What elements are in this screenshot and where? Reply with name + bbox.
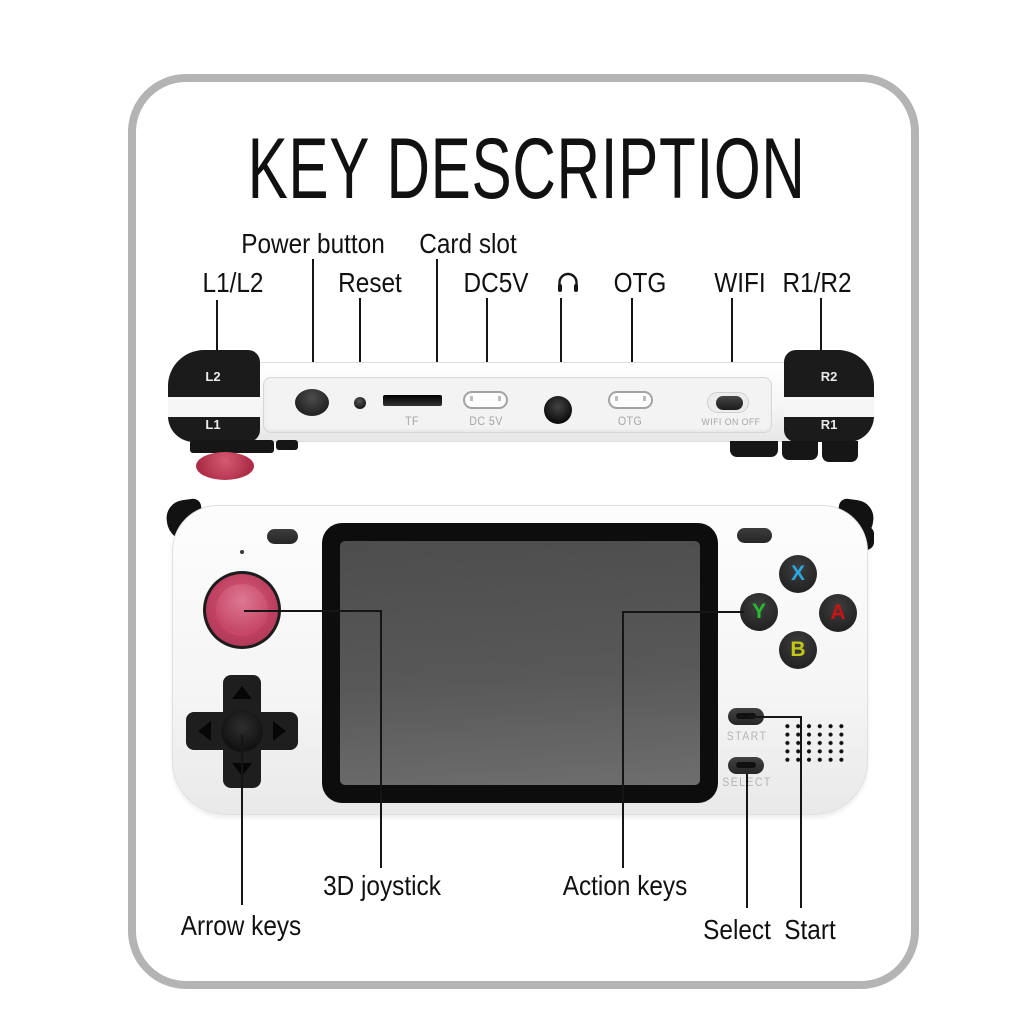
button-x: X bbox=[779, 555, 817, 593]
leader-action-v bbox=[622, 611, 624, 868]
indicator-dot bbox=[240, 550, 244, 554]
left-top-pill bbox=[267, 529, 298, 544]
start-button-label: START bbox=[726, 731, 768, 743]
screen-display bbox=[340, 541, 700, 785]
leader-joystick-h bbox=[244, 610, 382, 612]
right-top-pill bbox=[737, 528, 772, 543]
console-top-port-panel bbox=[263, 377, 772, 433]
tf-port-label: TF bbox=[405, 416, 419, 428]
label-wifi: WIFI bbox=[714, 267, 766, 298]
label-reset: Reset bbox=[338, 267, 402, 298]
label-action-keys: Action keys bbox=[562, 870, 688, 901]
label-start: Start bbox=[784, 914, 836, 945]
label-l1-l2: L1/L2 bbox=[202, 267, 264, 298]
leader-reset bbox=[359, 298, 361, 402]
label-power-button: Power button bbox=[241, 228, 385, 259]
button-a: A bbox=[819, 594, 857, 632]
wifi-switch-label: WIFI ON OFF bbox=[701, 417, 761, 428]
right-foot-3 bbox=[822, 441, 858, 462]
right-foot-1 bbox=[730, 441, 778, 457]
button-b: B bbox=[779, 631, 817, 669]
r2-button-label: R2 bbox=[820, 369, 838, 384]
label-card-slot: Card slot bbox=[419, 228, 517, 259]
label-3d-joystick: 3D joystick bbox=[323, 870, 441, 901]
button-y: Y bbox=[740, 593, 778, 631]
start-button bbox=[728, 708, 764, 725]
leader-otg bbox=[631, 298, 633, 398]
dc5v-port bbox=[463, 391, 508, 409]
otg-port bbox=[608, 391, 653, 409]
r1-button-label: R1 bbox=[820, 417, 838, 432]
leader-joystick-v bbox=[380, 610, 382, 868]
leader-action-h bbox=[622, 611, 744, 613]
right-foot-2 bbox=[782, 441, 818, 460]
leader-start-v bbox=[800, 716, 802, 908]
left-shoulder-hump bbox=[168, 350, 260, 442]
leader-dc5v bbox=[486, 298, 488, 398]
headphone-jack bbox=[544, 396, 572, 424]
reset-button bbox=[354, 397, 366, 409]
otg-port-label: OTG bbox=[617, 416, 643, 428]
dpad-left-arrow bbox=[198, 721, 211, 741]
right-shoulder-hump bbox=[784, 350, 874, 442]
left-foot-small bbox=[276, 440, 298, 450]
wifi-switch-knob bbox=[716, 396, 743, 410]
label-otg: OTG bbox=[613, 267, 667, 298]
leader-card-slot bbox=[436, 259, 438, 399]
leader-headphone bbox=[560, 298, 562, 406]
tf-card-slot bbox=[383, 395, 442, 406]
label-select: Select bbox=[703, 914, 771, 945]
l2-button-label: L2 bbox=[205, 369, 221, 384]
power-button bbox=[295, 389, 329, 416]
leader-wifi bbox=[731, 298, 733, 402]
leader-power bbox=[312, 259, 314, 402]
headphone-icon bbox=[558, 272, 578, 292]
joystick-side-view bbox=[196, 452, 254, 480]
dpad-up-arrow bbox=[232, 686, 252, 699]
select-button bbox=[728, 757, 764, 774]
speaker-grille bbox=[782, 722, 848, 764]
leader-select bbox=[746, 774, 748, 908]
dpad-right-arrow bbox=[273, 721, 286, 741]
l1-button-label: L1 bbox=[205, 417, 221, 432]
dc5v-port-label: DC 5V bbox=[469, 416, 503, 428]
leader-start-h bbox=[748, 716, 802, 718]
label-arrow-keys: Arrow keys bbox=[180, 910, 302, 941]
label-r1-r2: R1/R2 bbox=[782, 267, 852, 298]
leader-dpad bbox=[241, 735, 243, 905]
label-dc5v: DC5V bbox=[463, 267, 529, 298]
page-title: KEY DESCRIPTION bbox=[247, 121, 806, 217]
